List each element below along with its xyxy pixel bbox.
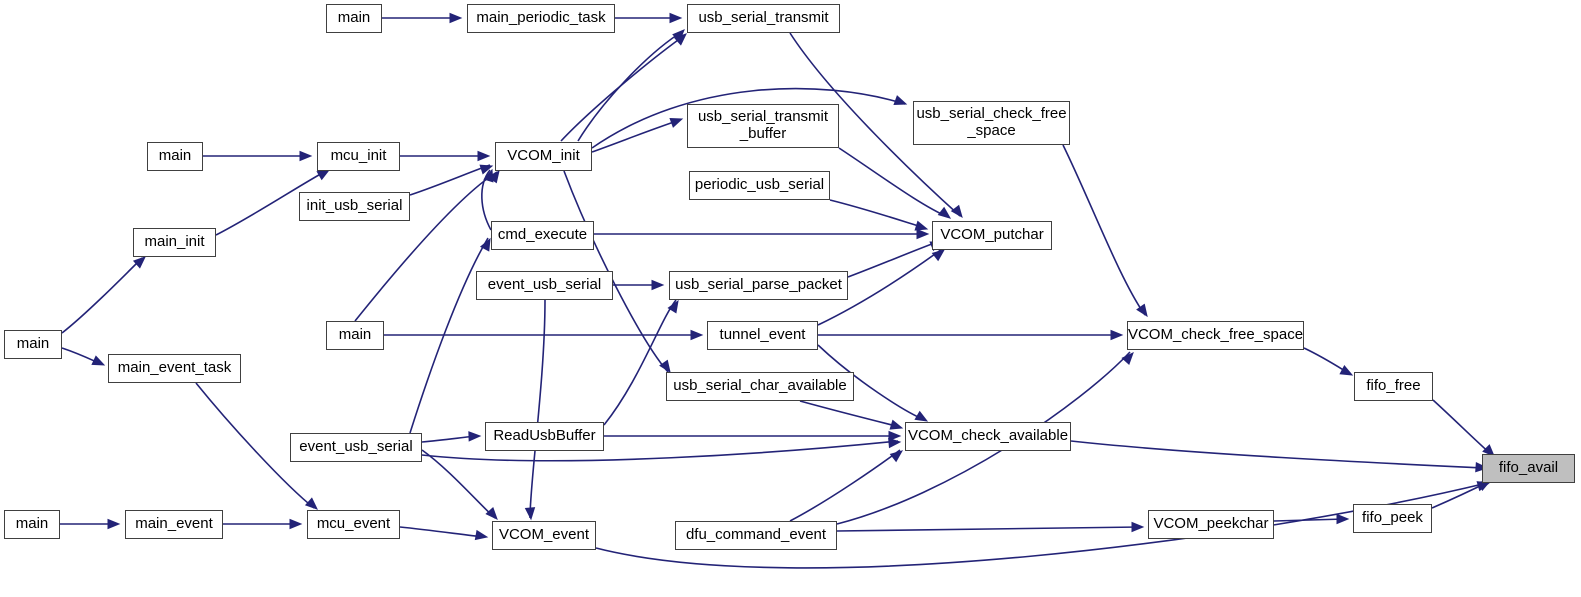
graph-node-usb_serial_transmit[interactable]: usb_serial_transmit — [687, 4, 840, 33]
arrowhead — [669, 118, 684, 128]
arrowhead — [669, 12, 683, 24]
graph-node-vcom_init[interactable]: VCOM_init — [495, 142, 592, 171]
graph-node-vcom_check_available[interactable]: VCOM_check_available — [905, 422, 1071, 451]
graph-node-fifo_peek[interactable]: fifo_peek — [1353, 504, 1432, 533]
graph-node-main_periodic_task[interactable]: main_periodic_task — [467, 4, 615, 33]
edge-periodic_usb_serial-to-VCOM_putchar — [829, 199, 926, 229]
graph-node-dfu_command_event[interactable]: dfu_command_event — [675, 521, 837, 550]
arrowhead — [1121, 352, 1134, 366]
arrowhead — [289, 518, 303, 530]
arrowhead — [91, 355, 106, 366]
graph-node-main[interactable]: main — [326, 4, 382, 33]
graph-node-event_usb_serial[interactable]: event_usb_serial — [290, 433, 422, 462]
edge-VCOM_init-to-usb_serial_transmit — [560, 34, 686, 142]
graph-node-readusbbuffer[interactable]: ReadUsbBuffer — [485, 422, 604, 451]
edge-init_usb_serial-to-VCOM_init — [409, 164, 491, 196]
graph-node-main[interactable]: main — [4, 330, 62, 359]
arrowhead — [916, 228, 930, 240]
graph-node-vcom_peekchar[interactable]: VCOM_peekchar — [1148, 510, 1274, 539]
graph-node-mcu_event[interactable]: mcu_event — [307, 510, 400, 539]
graph-node-usb_serial_transmit-_buffer[interactable]: usb_serial_transmit _buffer — [687, 104, 839, 148]
edge-VCOM_check_free_space-to-fifo_free — [1303, 347, 1351, 375]
edge-cmd_execute-to-VCOM_init — [481, 169, 492, 231]
arrowhead — [889, 450, 904, 463]
arrowhead — [893, 95, 908, 105]
edge-dfu_command_event-to-VCOM_peekchar — [836, 526, 1141, 532]
graph-node-usb_serial_check_free-_space[interactable]: usb_serial_check_free _space — [913, 101, 1070, 145]
arrowhead — [1336, 513, 1350, 525]
edge-main-to-main_event_task — [61, 347, 102, 365]
edge-fifo_free-to-fifo_avail — [1432, 399, 1493, 456]
graph-node-main_init[interactable]: main_init — [133, 228, 216, 257]
arrowhead — [299, 150, 313, 162]
arrowhead — [1339, 364, 1354, 376]
graph-node-usb_serial_char_available[interactable]: usb_serial_char_available — [666, 372, 854, 401]
graph-node-periodic_usb_serial[interactable]: periodic_usb_serial — [689, 171, 830, 200]
edge-fifo_peek-to-fifo_avail — [1431, 481, 1489, 509]
edge-dfu_command_event-to-VCOM_check_available — [789, 449, 901, 522]
arrowhead — [888, 437, 902, 449]
edge-event_usb_serial_top-to-VCOM_event — [529, 299, 546, 519]
arrowhead — [107, 518, 121, 530]
graph-node-vcom_check_free_space[interactable]: VCOM_check_free_space — [1127, 321, 1304, 350]
arrowhead — [889, 419, 904, 430]
graph-node-main[interactable]: main — [326, 321, 384, 350]
arrowhead — [672, 29, 685, 42]
edge-usb_serial_transmit_buffer-to-VCOM_putchar — [838, 147, 949, 218]
graph-node-cmd_execute[interactable]: cmd_execute — [491, 221, 594, 250]
graph-node-fifo_avail[interactable]: fifo_avail — [1482, 454, 1575, 483]
arrowhead — [667, 299, 679, 314]
arrowhead — [477, 150, 491, 162]
graph-node-main_event[interactable]: main_event — [125, 510, 223, 539]
graph-node-vcom_putchar[interactable]: VCOM_putchar — [932, 221, 1052, 250]
arrowhead — [690, 329, 704, 341]
arrowhead — [1136, 303, 1148, 318]
arrowhead — [468, 431, 482, 442]
graph-node-fifo_free[interactable]: fifo_free — [1354, 372, 1433, 401]
edge-VCOM_check_available-to-fifo_avail — [1070, 440, 1485, 469]
arrowhead — [950, 204, 963, 219]
graph-node-vcom_event[interactable]: VCOM_event — [492, 521, 596, 550]
edge-event_usb_serial-to-ReadUsbBuffer — [421, 435, 478, 443]
graph-node-main[interactable]: main — [147, 142, 203, 171]
edge-usb_serial_char_available-to-VCOM_check_available — [799, 400, 901, 428]
edge-ReadUsbBuffer-to-usb_serial_parse_packet — [603, 299, 677, 426]
arrowhead — [524, 507, 536, 521]
arrowhead — [474, 529, 489, 541]
arrowhead — [651, 279, 665, 291]
edge-VCOM_peekchar-to-fifo_peek — [1273, 518, 1346, 522]
graph-node-event_usb_serial[interactable]: event_usb_serial — [476, 271, 613, 300]
edge-event_usb_serial-to-VCOM_event — [421, 449, 496, 519]
arrowhead — [479, 164, 494, 175]
edge-event_usb_serial-to-cmd_execute — [409, 237, 489, 434]
graph-node-main[interactable]: main — [4, 510, 60, 539]
arrowhead — [1131, 521, 1145, 533]
arrowhead — [485, 506, 498, 520]
arrowhead — [914, 220, 929, 231]
edge-VCOM_init-to-usb_serial_transmit — [577, 30, 684, 142]
graph-node-usb_serial_parse_packet[interactable]: usb_serial_parse_packet — [669, 271, 848, 300]
graph-node-tunnel_event[interactable]: tunnel_event — [707, 321, 818, 350]
arrowhead — [888, 430, 902, 442]
edge-mcu_event-to-VCOM_event — [399, 526, 485, 538]
arrowhead — [937, 206, 952, 219]
arrowhead — [1110, 329, 1124, 341]
edge-usb_serial_parse_packet-to-VCOM_putchar — [847, 240, 941, 278]
arrowhead — [449, 12, 463, 24]
edge-main-to-main_init — [61, 257, 143, 334]
edge-VCOM_init-to-usb_serial_transmit_buffer — [591, 119, 681, 153]
edge-usb_serial_check_free_space-to-VCOM_check_free_space — [1062, 144, 1146, 316]
graph-node-mcu_init[interactable]: mcu_init — [317, 142, 400, 171]
graph-node-init_usb_serial[interactable]: init_usb_serial — [299, 192, 410, 221]
graph-node-main_event_task[interactable]: main_event_task — [108, 354, 241, 383]
